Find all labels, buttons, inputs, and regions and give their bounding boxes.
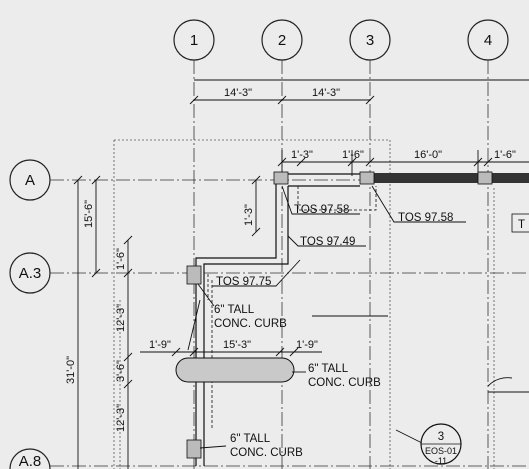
- edge-tag-box: [511, 213, 529, 233]
- tos-note-3: TOS 97.49: [300, 236, 355, 248]
- grid-row-a-label: A: [25, 172, 35, 189]
- dim-seg-4: 1'-6": [494, 149, 516, 161]
- tos-note-1: TOS 97.58: [294, 204, 349, 216]
- column-block-3a: [359, 171, 375, 185]
- dim-seg-3: 16'-0": [414, 149, 442, 161]
- curb-note-1-line1: 6" TALL: [214, 304, 255, 316]
- column-block-4a: [477, 171, 493, 185]
- curb-note-2-line1: 6" TALL: [308, 363, 349, 375]
- grid-column-1-label: 1: [190, 32, 198, 49]
- detail-callout-number: 3: [438, 431, 444, 443]
- grid-column-2-label: 2: [278, 32, 286, 49]
- dim-left-total: 31'-0": [65, 356, 77, 384]
- curb-note-1-line2: CONC. CURB: [214, 318, 287, 330]
- curb-note-3-line2: CONC. CURB: [230, 447, 303, 459]
- edge-tag-label: T: [518, 219, 525, 231]
- tos-note-2: TOS 97.58: [398, 212, 453, 224]
- door-swing: [487, 377, 529, 393]
- dark-wall-band: [372, 173, 529, 183]
- dim-curb-left: 1'-9": [149, 339, 171, 351]
- grid-row-a3: A.3: [9, 252, 51, 294]
- dim-curb-right: 1'-9": [296, 339, 318, 351]
- dim-vert-a: 1'-3": [243, 204, 255, 226]
- dim-left-upper: 15'-6": [83, 200, 95, 228]
- grid-column-4: 4: [467, 19, 509, 61]
- detail-callout-sub: -11: [435, 456, 447, 466]
- grid-row-a8-label: A.8: [19, 453, 42, 469]
- dim-top-2: 14'-3": [312, 87, 340, 99]
- grid-column-4-label: 4: [484, 32, 492, 49]
- detail-callout-sheet: EOS-01: [425, 446, 457, 456]
- grid-column-2: 2: [261, 19, 303, 61]
- dim-seg-2: 1'-6": [342, 149, 364, 161]
- dim-vert-e: 12'-3": [115, 404, 127, 432]
- dim-seg-1: 1'-3": [291, 149, 313, 161]
- column-block-1a8: [186, 439, 202, 459]
- concrete-curb-shape: [175, 357, 295, 383]
- dim-vert-b: 1'-6": [115, 248, 127, 270]
- tos-leaders: [187, 185, 466, 449]
- dim-top-1: 14'-3": [224, 87, 252, 99]
- grid-column-3-label: 3: [366, 32, 374, 49]
- curb-note-3-line1: 6" TALL: [230, 433, 271, 445]
- dim-vert-c: 12'-3": [115, 304, 127, 332]
- dim-vert-d: 3'-6": [115, 360, 127, 382]
- grid-column-3: 3: [349, 19, 391, 61]
- grid-row-a8: A.8: [9, 448, 51, 469]
- dotted-outline: [113, 139, 495, 469]
- curb-note-2-line2: CONC. CURB: [308, 377, 381, 389]
- curb-dimension-string: [140, 347, 322, 357]
- tos-note-4: TOS 97.75: [216, 276, 271, 288]
- grid-row-a: A: [9, 159, 51, 201]
- detail-callout[interactable]: 3 EOS-01 -11: [420, 423, 462, 466]
- dim-curb-mid: 15'-3": [223, 339, 251, 351]
- column-block-1a3: [186, 265, 202, 285]
- grid-column-1: 1: [173, 19, 215, 61]
- top-dimension-string: [189, 79, 529, 105]
- grid-row-a3-label: A.3: [19, 265, 42, 282]
- left-dimension-string: [73, 175, 261, 469]
- column-block-2a: [273, 171, 289, 185]
